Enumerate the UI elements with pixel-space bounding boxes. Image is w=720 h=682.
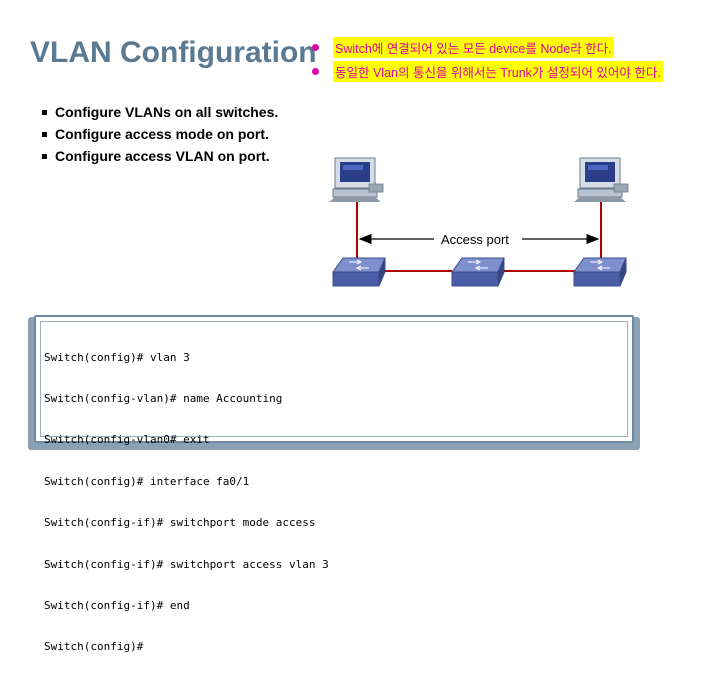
list-item: Configure VLANs on all switches. bbox=[42, 101, 278, 123]
bullet-dot-icon bbox=[312, 67, 319, 75]
code-line: Switch(config)# interface fa0/1 bbox=[44, 474, 250, 488]
code-line: Switch(config)# bbox=[44, 640, 144, 654]
cli-commands: Switch(config)# vlan 3 Switch(config-vla… bbox=[44, 323, 329, 682]
network-diagram: Access port bbox=[329, 157, 629, 287]
note-item: 동일한 Vlan의 통신을 위해서는 Trunk가 설정되어 있어야 한다. bbox=[312, 59, 663, 83]
computer-icon bbox=[574, 157, 629, 202]
square-bullet-icon bbox=[42, 153, 47, 159]
list-item-text: Configure VLANs on all switches. bbox=[55, 104, 279, 120]
code-line: Switch(config-if)# switchport access vla… bbox=[44, 557, 329, 571]
switch-icon bbox=[451, 257, 505, 287]
list-item: Configure access mode on port. bbox=[42, 123, 278, 145]
code-box-inner-border bbox=[40, 321, 628, 437]
code-line: Switch(config)# vlan 3 bbox=[44, 350, 190, 364]
network-cables bbox=[356, 196, 602, 272]
square-bullet-icon bbox=[42, 109, 47, 115]
note-text: Switch에 연결되어 있는 모든 device를 Node라 한다. bbox=[333, 36, 614, 58]
code-line: Switch(config-vlan0# exit bbox=[44, 433, 210, 447]
computer-icon bbox=[329, 157, 384, 202]
switch-icon bbox=[573, 257, 627, 287]
list-item-text: Configure access VLAN on port. bbox=[55, 148, 270, 164]
access-port-label: Access port bbox=[441, 232, 509, 247]
note-text: 동일한 Vlan의 통신을 위해서는 Trunk가 설정되어 있어야 한다. bbox=[333, 60, 663, 82]
note-item: Switch에 연결되어 있는 모든 device를 Node라 한다. bbox=[312, 35, 663, 59]
code-line: Switch(config-if)# switchport mode acces… bbox=[44, 516, 316, 530]
code-line: Switch(config-vlan)# name Accounting bbox=[44, 391, 283, 405]
cli-code-box: Switch(config)# vlan 3 Switch(config-vla… bbox=[34, 315, 634, 653]
list-item-text: Configure access mode on port. bbox=[55, 126, 269, 142]
korean-notes: Switch에 연결되어 있는 모든 device를 Node라 한다. 동일한… bbox=[312, 35, 663, 83]
bullet-dot-icon bbox=[312, 43, 319, 51]
square-bullet-icon bbox=[42, 131, 47, 137]
page-title: VLAN Configuration bbox=[30, 36, 317, 69]
config-steps-list: Configure VLANs on all switches. Configu… bbox=[42, 101, 278, 167]
code-line: Switch(config-if)# end bbox=[44, 598, 190, 612]
switch-icon bbox=[332, 257, 386, 287]
list-item: Configure access VLAN on port. bbox=[42, 145, 278, 167]
